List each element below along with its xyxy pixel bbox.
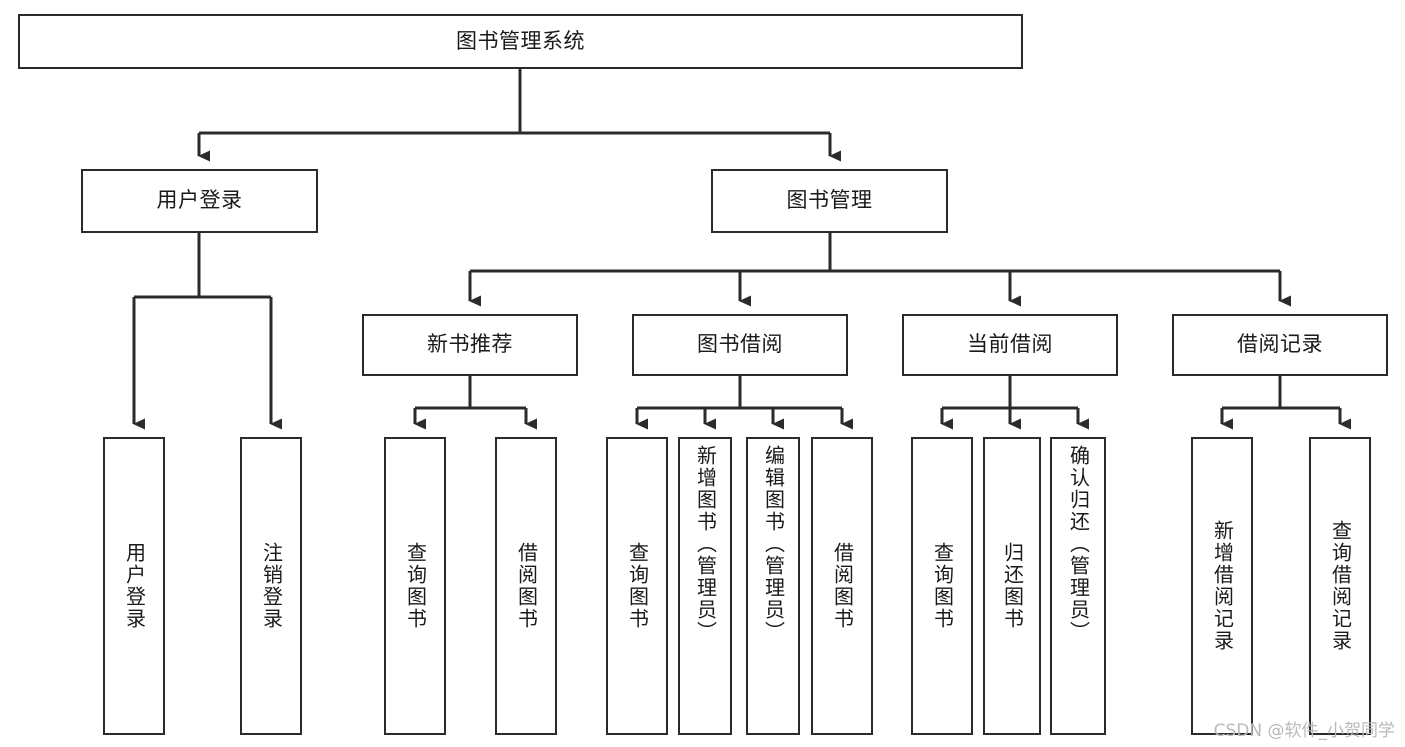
leaf-borrow-book-label: 借阅图书 — [830, 542, 855, 630]
leaf-logout[interactable]: 注销登录 — [240, 437, 302, 735]
leaf-borrow-book-recommend[interactable]: 借阅图书 — [495, 437, 557, 735]
node-root-system-label: 图书管理系统 — [456, 28, 585, 53]
node-root-system[interactable]: 图书管理系统 — [18, 14, 1023, 69]
node-current-borrow-label: 当前借阅 — [967, 332, 1053, 357]
leaf-query-book-borrow[interactable]: 查询图书 — [606, 437, 668, 735]
leaf-query-book-recommend[interactable]: 查询图书 — [384, 437, 446, 735]
node-book-borrow-label: 图书借阅 — [697, 332, 783, 357]
node-new-book-recommend[interactable]: 新书推荐 — [362, 314, 578, 376]
leaf-add-borrow-record[interactable]: 新增借阅记录 — [1191, 437, 1253, 735]
leaf-confirm-return-admin-label: 确认归还（管理员） — [1066, 445, 1091, 643]
leaf-add-borrow-record-label: 新增借阅记录 — [1210, 520, 1235, 652]
leaf-query-book-current[interactable]: 查询图书 — [911, 437, 973, 735]
node-borrow-record[interactable]: 借阅记录 — [1172, 314, 1388, 376]
leaf-edit-book-admin-label: 编辑图书（管理员） — [761, 445, 786, 643]
leaf-query-borrow-record-label: 查询借阅记录 — [1328, 520, 1353, 652]
node-user-login-label: 用户登录 — [156, 188, 243, 213]
leaf-query-book-borrow-label: 查询图书 — [625, 542, 650, 630]
leaf-return-book-label: 归还图书 — [1000, 542, 1025, 630]
leaf-borrow-book-recommend-label: 借阅图书 — [514, 542, 539, 630]
node-user-login[interactable]: 用户登录 — [81, 169, 318, 233]
leaf-user-login[interactable]: 用户登录 — [103, 437, 165, 735]
node-new-book-recommend-label: 新书推荐 — [427, 332, 513, 357]
leaf-confirm-return-admin[interactable]: 确认归还（管理员） — [1050, 437, 1106, 735]
node-book-management[interactable]: 图书管理 — [711, 169, 948, 233]
leaf-edit-book-admin[interactable]: 编辑图书（管理员） — [746, 437, 800, 735]
node-book-borrow[interactable]: 图书借阅 — [632, 314, 848, 376]
node-current-borrow[interactable]: 当前借阅 — [902, 314, 1118, 376]
leaf-logout-label: 注销登录 — [259, 542, 284, 630]
leaf-query-book-recommend-label: 查询图书 — [403, 542, 428, 630]
leaf-query-borrow-record[interactable]: 查询借阅记录 — [1309, 437, 1371, 735]
leaf-add-book-admin[interactable]: 新增图书（管理员） — [678, 437, 732, 735]
node-book-management-label: 图书管理 — [786, 188, 873, 213]
leaf-add-book-admin-label: 新增图书（管理员） — [693, 445, 718, 643]
leaf-query-book-current-label: 查询图书 — [930, 542, 955, 630]
leaf-user-login-label: 用户登录 — [122, 542, 147, 630]
leaf-borrow-book[interactable]: 借阅图书 — [811, 437, 873, 735]
leaf-return-book[interactable]: 归还图书 — [983, 437, 1041, 735]
node-borrow-record-label: 借阅记录 — [1237, 332, 1323, 357]
